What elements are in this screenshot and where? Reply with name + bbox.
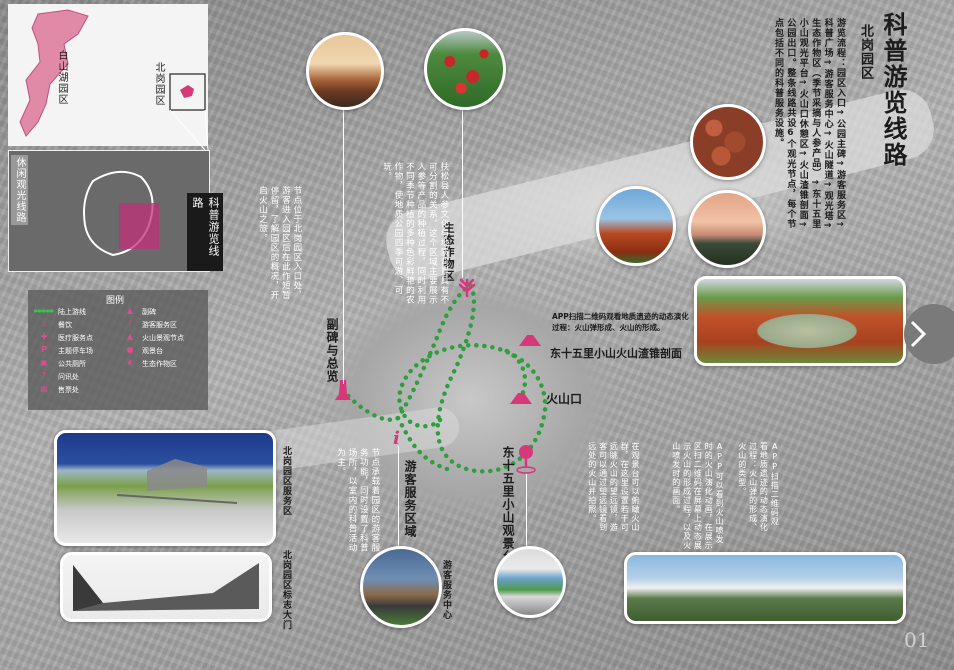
node-label-profile: 东十五里小山火山渣锥剖面 bbox=[550, 347, 682, 360]
monument-icon: ▲ bbox=[126, 306, 134, 315]
panorama-photo bbox=[624, 552, 906, 624]
monument-photo bbox=[306, 32, 384, 110]
viewpoint-description: 在观景台可以俯瞰火山群，在这里设置若干可远眺火山的望远镜，游客可以通过望远镜看到… bbox=[587, 442, 640, 532]
viewpoint-icon[interactable] bbox=[513, 442, 539, 474]
node-label-eco-crop: 生态作物区 bbox=[442, 222, 455, 282]
volcano-icon[interactable] bbox=[518, 333, 542, 347]
building-shape bbox=[116, 459, 238, 504]
crop-icon[interactable] bbox=[456, 274, 478, 298]
legend-label: 生态作物区 bbox=[142, 360, 177, 368]
legend-label: 公共厕所 bbox=[58, 360, 86, 368]
legend-label: 游客服务区 bbox=[142, 321, 177, 329]
monument-icon[interactable] bbox=[334, 378, 352, 402]
inset-connector bbox=[169, 109, 209, 151]
viewpoint-icon: ● bbox=[126, 345, 134, 354]
region-outline bbox=[19, 9, 206, 137]
service-area-render bbox=[54, 430, 276, 546]
legend-label: 餐饮 bbox=[58, 321, 72, 329]
red-cliff-photo bbox=[596, 186, 676, 266]
crop-icon: ❦ bbox=[126, 358, 134, 367]
visitor-icon[interactable]: i bbox=[393, 428, 400, 449]
legend-label: 主题停车场 bbox=[58, 347, 93, 355]
gate-label: 北岗园区标志大门 bbox=[281, 550, 291, 630]
eco-crop-photo bbox=[424, 28, 506, 110]
volcano-icon: ▲ bbox=[126, 332, 134, 341]
crater-lake-photo bbox=[694, 276, 906, 366]
page-title: 科普游览线路 bbox=[879, 12, 908, 168]
chevron-right-icon bbox=[910, 320, 927, 348]
legend-label: 副碑 bbox=[142, 308, 156, 316]
route-inset-map: 休闲观光线路 科普游览线路 bbox=[8, 150, 223, 272]
page-number: 01 bbox=[904, 628, 930, 652]
visitor-icon: i bbox=[128, 319, 132, 328]
visitor-description: 节点承载着园区的游客服务功能，同时设置了科普场所，以室内的科普活动为主。 bbox=[335, 448, 380, 553]
legend: 图例 陆上游线 ♨ 餐饮 ✚ 医疗服务点 P 主题停车场 ▣ 公共厕所 ? 问讯… bbox=[28, 290, 208, 410]
page-subtitle: 北岗园区 bbox=[858, 24, 873, 80]
inset-label-baishanhu: 白山湖园区 bbox=[56, 50, 67, 105]
app-description-3: APP扫描二维码观看地质遗迹的动态演化过程：火山弹的形成、火山的类型。 bbox=[737, 442, 780, 532]
next-page-button[interactable] bbox=[904, 304, 954, 364]
title-description: 游览流程：园区入口→公园主碑→游客服务区→科普广场→游客服务中心→火山隧道→观光… bbox=[772, 18, 845, 232]
app-description-1: APP扫描二维码观看地质遗迹的动态演化过程：火山弹形成、火山的形成。 bbox=[552, 312, 689, 332]
medical-icon: ✚ bbox=[40, 332, 48, 341]
legend-label: 观景台 bbox=[142, 347, 163, 355]
callout-line bbox=[398, 446, 399, 556]
node-label-viewpoint: 东十五里小山观景台 bbox=[501, 446, 515, 563]
gate-render bbox=[60, 552, 272, 622]
restaurant-icon: ♨ bbox=[40, 319, 48, 328]
service-area-label: 北岗园区服务区 bbox=[281, 446, 291, 516]
legend-label: 火山景观节点 bbox=[142, 334, 184, 342]
node-label-visitor-area: 游客服务区域 bbox=[403, 460, 417, 538]
monument-description: 节点位于北岗园区入口处，游客进入园区后在此作短暂停留，了解园区的概况，开启火山之… bbox=[257, 186, 302, 300]
sunset-hill-photo bbox=[688, 190, 766, 268]
legend-label: 售票处 bbox=[58, 386, 79, 394]
gate-shape bbox=[73, 563, 259, 611]
visitor-center-photo bbox=[360, 546, 442, 628]
lava-rock-photo bbox=[690, 104, 766, 180]
info-icon: ? bbox=[41, 371, 47, 380]
callout-line bbox=[343, 104, 344, 384]
ticket-icon: ▤ bbox=[40, 384, 48, 393]
location-map: 白山湖园区 北岗园区 bbox=[8, 4, 208, 146]
volcano-icon[interactable] bbox=[509, 391, 533, 405]
toilet-icon: ▣ bbox=[40, 358, 48, 367]
node-label-monument: 副碑与总览 bbox=[325, 318, 339, 383]
eco-crop-description: 扶松县人参文化与地质背景具有不可分割的关系。这个区域主要展示人参等产品的种植过程… bbox=[381, 162, 449, 305]
legend-label: 医疗服务点 bbox=[58, 334, 93, 342]
app-description-2: APP可以看到火山喷发时的火山演化动画，在展示区扫二维码在屏幕上动态展示火山的形… bbox=[671, 442, 724, 550]
callout-line bbox=[462, 104, 463, 278]
legend-label: 陆上游线 bbox=[58, 308, 86, 316]
visitor-center-label: 游客服务中心 bbox=[441, 560, 451, 620]
dotted-line-icon bbox=[34, 309, 56, 313]
legend-title: 图例 bbox=[106, 296, 125, 306]
callout-line bbox=[526, 474, 527, 548]
route-outline bbox=[9, 151, 209, 271]
legend-label: 问讯处 bbox=[58, 373, 79, 381]
tab-leisure-route[interactable]: 休闲观光线路 bbox=[11, 155, 28, 225]
node-label-crater: 火山口 bbox=[546, 392, 583, 406]
viewpoint-photo bbox=[494, 546, 566, 618]
parking-icon: P bbox=[41, 345, 47, 354]
tab-science-route[interactable]: 科普游览线路 bbox=[187, 193, 223, 271]
inset-label-beigang: 北岗园区 bbox=[153, 62, 164, 106]
